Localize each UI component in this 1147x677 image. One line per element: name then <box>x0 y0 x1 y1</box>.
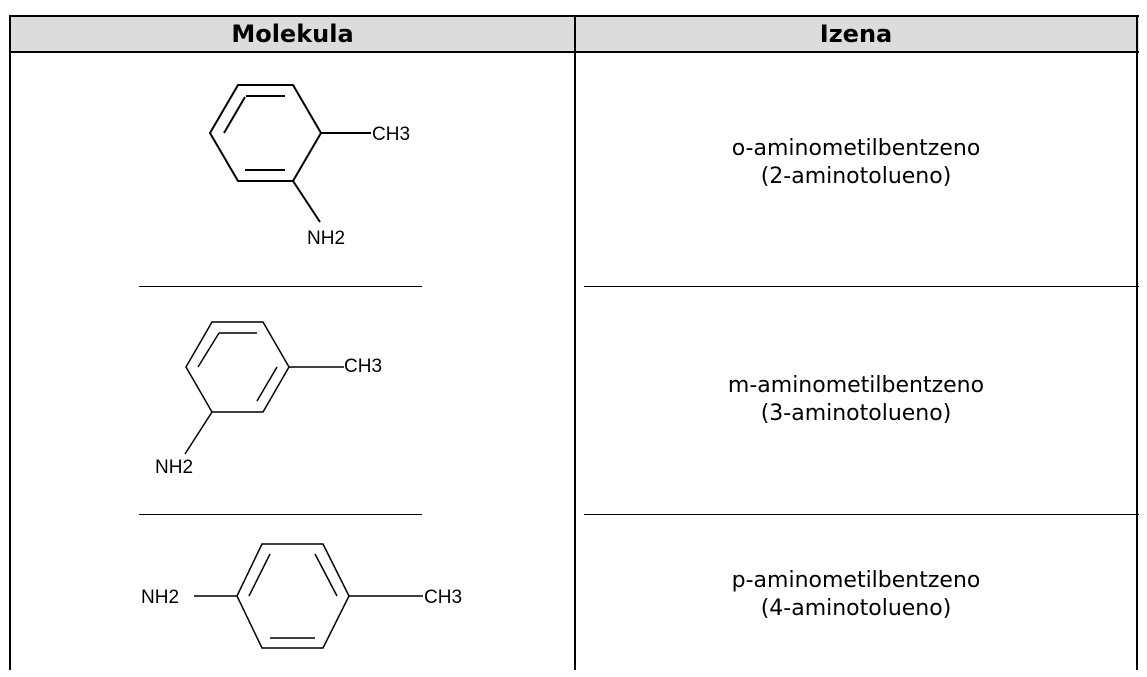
amino-label-3: NH2 <box>141 587 179 608</box>
row-divider-2-right <box>584 514 1139 515</box>
name-line-2: (2-aminotolueno) <box>760 164 952 189</box>
name-line-1: p-aminometilbentzeno <box>731 568 981 593</box>
methyl-label-3: CH3 <box>424 587 462 608</box>
double-bond-3a <box>248 553 271 597</box>
name-line-1: m-aminometilbentzeno <box>727 373 985 398</box>
name-cell-meta: m-aminometilbentzeno (3-aminotolueno) <box>576 372 1136 428</box>
amino-bond-2 <box>184 411 213 455</box>
methyl-label-2: CH3 <box>344 356 382 377</box>
name-cell-para: p-aminometilbentzeno (4-aminotolueno) <box>576 567 1136 623</box>
row-divider-1-right <box>584 286 1139 287</box>
amino-bond-1 <box>292 180 321 223</box>
m-toluidine-structure: CH3 NH2 <box>155 321 382 478</box>
row-divider-1-left <box>139 286 422 287</box>
amino-label-2: NH2 <box>155 457 193 478</box>
double-bond-3b <box>314 553 338 597</box>
o-toluidine-structure: CH3 NH2 <box>208 84 410 249</box>
methyl-label-1: CH3 <box>372 124 410 145</box>
header-name: Izena <box>819 20 893 48</box>
name-line-2: (4-aminotolueno) <box>760 596 952 621</box>
benzene-ring-2 <box>185 321 290 413</box>
double-bond-2b <box>197 332 220 368</box>
double-bond-1b <box>223 96 246 134</box>
column-divider <box>574 15 576 670</box>
name-line-1: o-aminometilbentzeno <box>731 136 981 161</box>
table-border-right <box>1136 15 1138 670</box>
name-line-2: (3-aminotolueno) <box>760 401 952 426</box>
double-bond-2c <box>256 366 278 402</box>
amino-label-1: NH2 <box>307 228 345 249</box>
table-border-left <box>9 15 11 670</box>
isomer-table: Molekula Izena CH3 NH2 CH3 NH2 <box>9 7 1139 670</box>
benzene-ring-3 <box>236 543 350 649</box>
p-toluidine-structure: CH3 NH2 <box>141 543 462 649</box>
row-divider-2-left <box>139 514 422 515</box>
header-molecule: Molekula <box>231 20 354 48</box>
name-cell-ortho: o-aminometilbentzeno (2-aminotolueno) <box>576 135 1136 191</box>
